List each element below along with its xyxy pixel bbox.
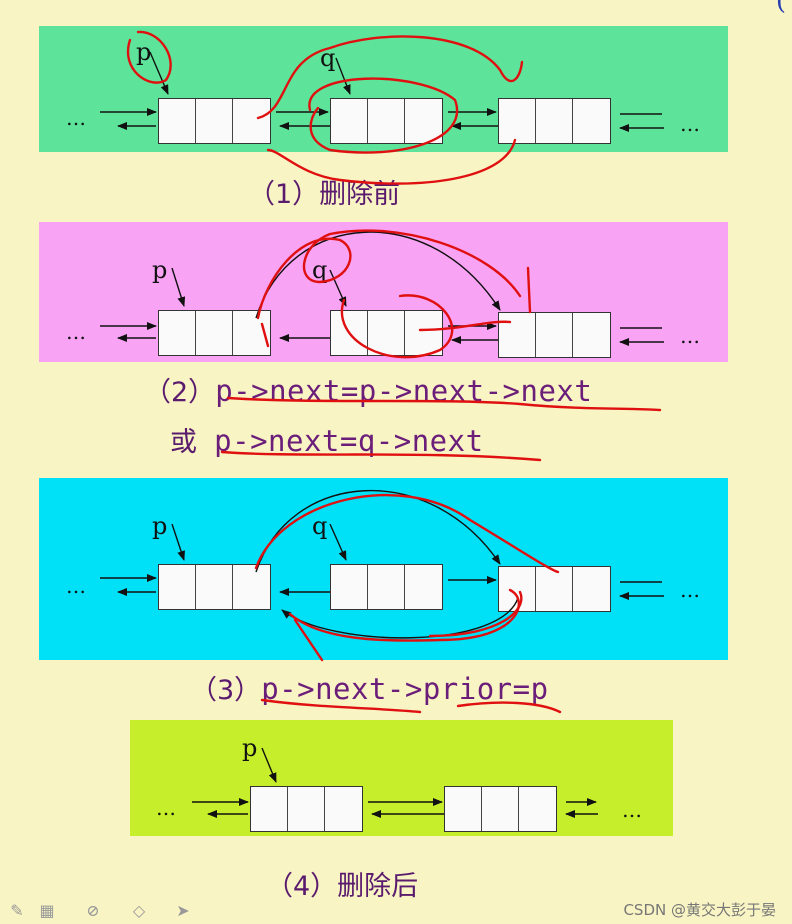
pointer-arrow-q xyxy=(329,523,347,561)
annotation-toolbar: ✎ ▦ ⊘ ◇ ➤ xyxy=(0,898,220,924)
caption-after-delete: （4）删除后 xyxy=(266,871,419,902)
pointer-arrow-p xyxy=(171,523,185,561)
node-next-3 xyxy=(498,566,611,612)
eraser-icon[interactable]: ⊘ xyxy=(86,901,100,920)
node-p-3 xyxy=(158,564,271,610)
pointer-arrow-p xyxy=(171,267,186,307)
pointer-label-q: q xyxy=(312,512,328,540)
node-q-1 xyxy=(330,98,443,144)
pointer-arrow-p xyxy=(261,747,277,783)
caption-step-2-number: （2） xyxy=(144,377,216,408)
ellipsis-left: … xyxy=(66,106,86,130)
node-p-4 xyxy=(250,786,363,832)
pointer-arrow-q xyxy=(335,57,351,95)
pointer-arrow-p xyxy=(149,51,169,95)
node-next-2 xyxy=(498,312,611,358)
arrow-p-next-bypass xyxy=(255,490,501,573)
node-p-2 xyxy=(158,310,271,356)
pointer-label-p: p xyxy=(242,734,258,762)
ellipsis-left: … xyxy=(66,574,86,598)
pointer-label-p: p xyxy=(152,512,168,540)
node-next-4 xyxy=(444,786,557,832)
watermark: CSDN @黄交大彭于晏 xyxy=(623,901,776,919)
pointer-label-p: p xyxy=(136,38,152,66)
ellipsis-right: … xyxy=(680,578,700,602)
whiteboard-icon[interactable]: ▦ xyxy=(39,901,55,920)
top-bracket: ( xyxy=(775,0,786,16)
caption-step-3-number: （3） xyxy=(190,675,262,706)
caption-step-2-code: p->next=p->next->next xyxy=(215,374,593,408)
caption-step-2: （2）p->next=p->next->next xyxy=(144,370,592,409)
highlighter-icon[interactable]: ◇ xyxy=(132,901,146,920)
ellipsis-right: … xyxy=(680,324,700,348)
caption-step-3: （3）p->next->prior=p xyxy=(190,668,549,707)
pen-icon[interactable]: ✎ xyxy=(10,901,24,920)
caption-step-3-code: p->next->prior=p xyxy=(261,672,549,706)
link-arrows xyxy=(100,51,664,818)
pointer-label-q: q xyxy=(312,256,328,284)
ellipsis-left: … xyxy=(156,796,176,820)
pointer-icon[interactable]: ➤ xyxy=(176,901,190,920)
ellipsis-right: … xyxy=(680,112,700,136)
panel-after-delete xyxy=(130,720,673,836)
arrow-next-prior-to-p xyxy=(281,597,519,639)
ellipsis-right: … xyxy=(622,798,642,822)
caption-or: 或 xyxy=(170,427,197,458)
arrow-p-next-bypass xyxy=(255,231,501,319)
ellipsis-left: … xyxy=(66,320,86,344)
red-annotations xyxy=(126,30,662,714)
node-q-3 xyxy=(330,564,443,610)
pointer-label-p: p xyxy=(152,256,168,284)
caption-step-2-alt-code: p->next=q->next xyxy=(214,424,484,458)
node-next-1 xyxy=(498,98,611,144)
node-p-1 xyxy=(158,98,271,144)
caption-step-2-alt: 或 p->next=q->next xyxy=(170,420,484,459)
